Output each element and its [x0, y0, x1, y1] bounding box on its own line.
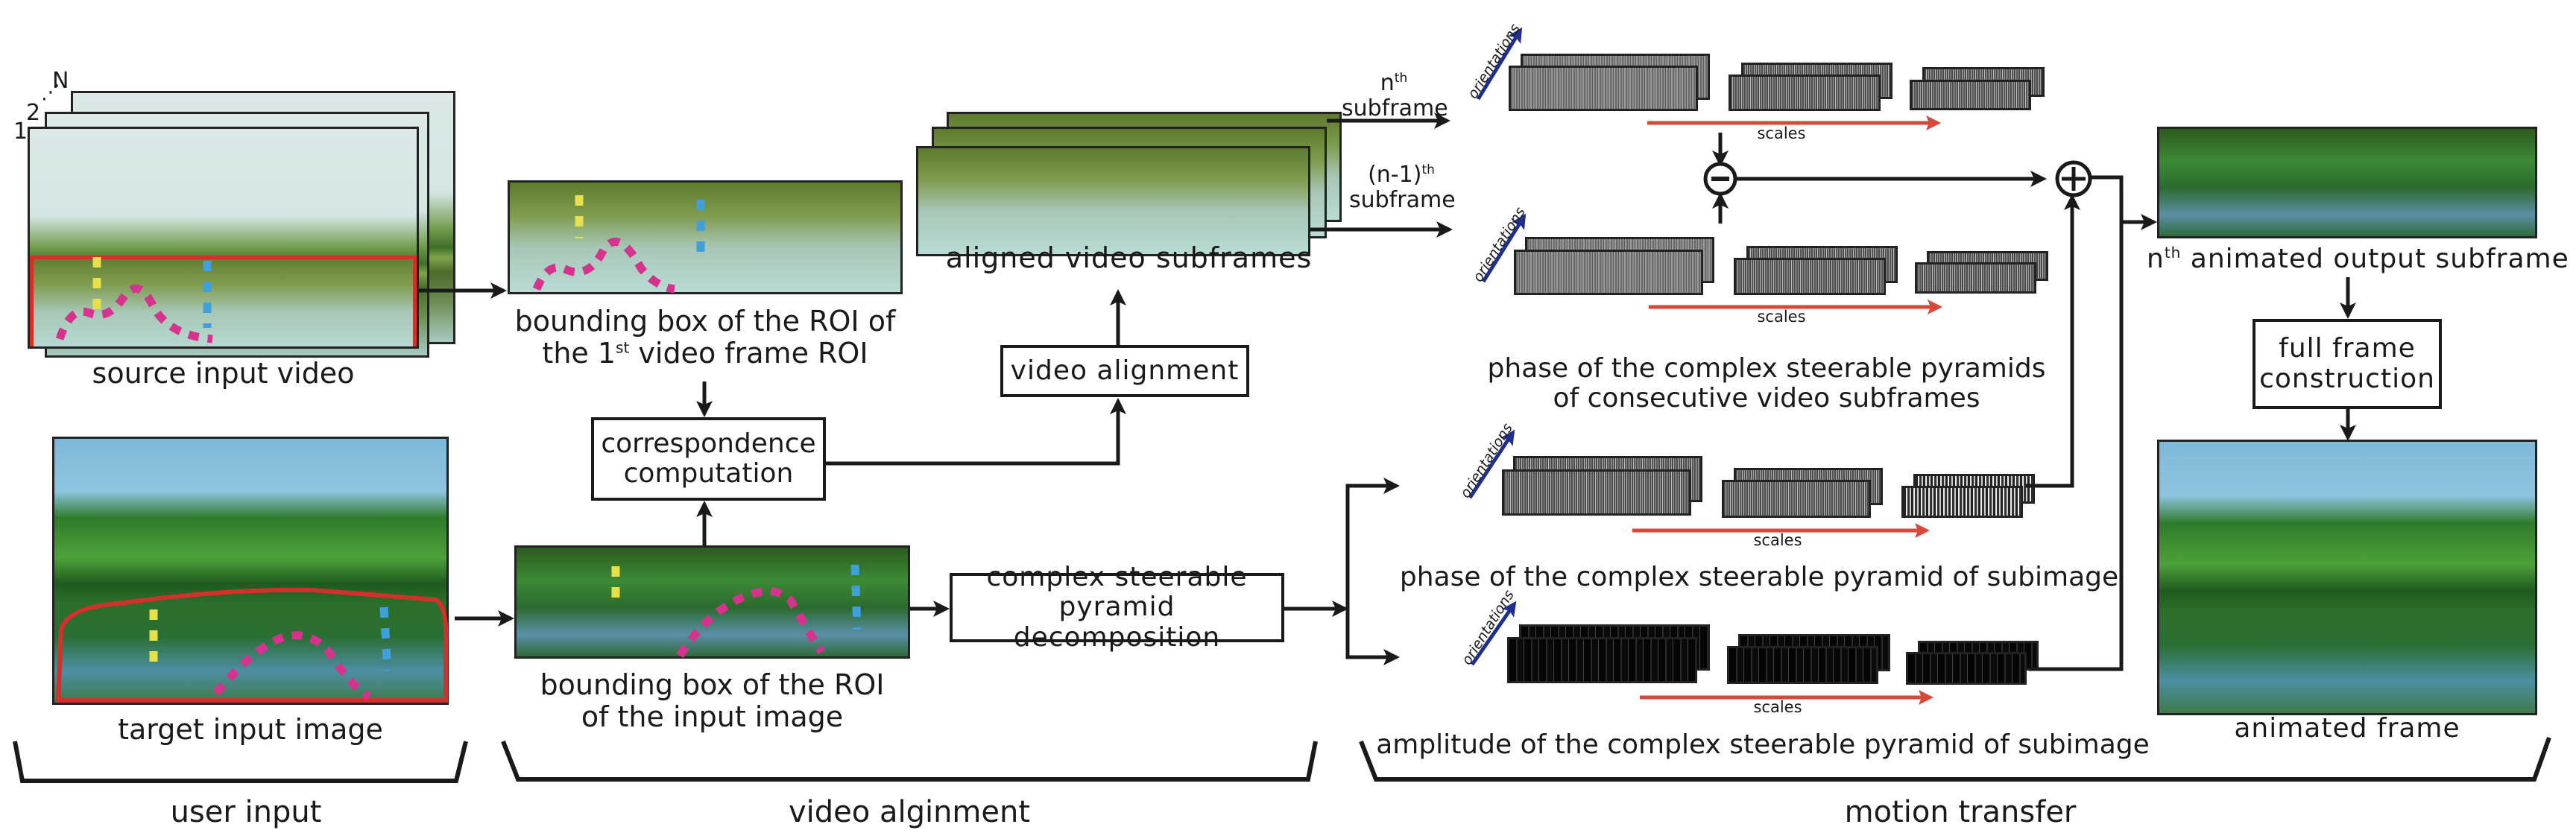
caption-sup: th	[2164, 244, 2182, 262]
source-markers	[55, 257, 213, 343]
magenta-curve	[676, 587, 825, 658]
box-line: pyramid decomposition	[1013, 592, 1221, 653]
bracket-user-input	[13, 741, 468, 783]
nth-animated-output-subframe	[2157, 127, 2537, 238]
image-roi-image	[514, 545, 910, 659]
video-roi-caption: bounding box of the ROI of the 1st video…	[492, 305, 918, 369]
label-sup: th	[1394, 71, 1408, 86]
label-text: n	[1380, 70, 1395, 96]
pyr-level-1-front	[1502, 469, 1691, 516]
amplitude-subimage-caption: amplitude of the complex steerable pyram…	[1376, 729, 2150, 760]
pyr-level-2-front	[1729, 75, 1881, 111]
phase-subimage-caption: phase of the complex steerable pyramid o…	[1399, 562, 2119, 592]
scale-arrows	[1632, 115, 1942, 705]
roi-outline	[55, 587, 449, 703]
section-label-motion-transfer: motion transfer	[1844, 795, 2077, 829]
bracket-motion-transfer	[1359, 736, 2551, 782]
image-roi-caption-line2: of the input image	[581, 700, 844, 733]
bracket-video-alignment	[501, 740, 1318, 782]
line-plus-to-output	[2029, 175, 2124, 671]
scales-label: scales	[1753, 698, 1802, 716]
arrow-to-amp-sub	[1345, 609, 1400, 665]
video-roi-image	[508, 180, 903, 294]
pyr-level-2-front	[1722, 480, 1871, 518]
n-minus-1-subframe-label: (n-1)th subframe	[1349, 162, 1456, 213]
label-text: (n-1)	[1368, 162, 1422, 188]
label-sup: th	[1421, 162, 1435, 177]
frame-label-2: 2	[26, 100, 41, 126]
animated-frame-caption: animated frame	[2234, 713, 2460, 744]
magenta-curve	[532, 238, 675, 294]
target-markers	[55, 587, 449, 703]
pyr-level-3-front	[1910, 80, 2031, 110]
pyr-level-1-front	[1514, 250, 1703, 295]
caption-line: of consecutive video subframes	[1553, 383, 1980, 414]
video-roi-caption-line1: bounding box of the ROI of	[514, 305, 896, 338]
arrow-phase-sub-to-plus	[2026, 194, 2080, 488]
box-line: construction	[2259, 363, 2435, 394]
orientation-arrow	[1476, 27, 1523, 101]
consecutive-phase-caption: phase of the complex steerable pyramids …	[1461, 353, 2072, 414]
scales-label: scales	[1757, 308, 1806, 326]
add-operator	[2055, 160, 2092, 197]
image-roi-caption-line1: bounding box of the ROI	[540, 668, 885, 701]
section-label-user-input: user input	[170, 795, 322, 829]
flow-arrows	[419, 113, 2356, 671]
amp-level-1-front	[1507, 637, 1697, 683]
target-image-caption: target input image	[118, 713, 383, 746]
caption-line: phase of the complex steerable pyramids	[1487, 353, 2046, 384]
frame-label-n: N	[52, 68, 69, 94]
image-roi-markers	[611, 564, 862, 658]
label-text: subframe	[1349, 186, 1456, 213]
pyr-level-1-front	[1509, 66, 1698, 111]
caption-text: n	[2147, 244, 2165, 274]
blue-line	[850, 564, 862, 630]
scales-label: scales	[1753, 531, 1802, 549]
video-alignment-box: video alignment	[1000, 345, 1249, 397]
pyr-level-2-front	[1734, 258, 1886, 295]
magenta-curve	[55, 284, 213, 343]
pyr-level-3-front	[1915, 262, 2036, 294]
aligned-subframes-caption: aligned video subframes	[945, 241, 1313, 274]
video-roi-caption-line2: the 1st video frame ROI	[492, 336, 918, 370]
section-label-video-alignment: video alginment	[788, 795, 1031, 829]
orientation-arrow	[1468, 429, 1515, 499]
orientation-arrows	[1468, 27, 1527, 666]
caption-sup: st	[616, 338, 630, 356]
arrow-corr-to-align	[826, 398, 1126, 466]
caption-text: animated output subframe	[2181, 244, 2569, 274]
subtract-operator	[1703, 162, 1737, 196]
video-roi-markers	[532, 195, 705, 294]
orientation-arrow	[1481, 213, 1527, 283]
box-line: correspondence	[601, 428, 816, 459]
amp-level-2-front	[1727, 646, 1878, 684]
orientation-arrow	[1470, 601, 1517, 666]
blue-line	[379, 606, 392, 671]
source-video-caption: source input video	[92, 357, 355, 390]
frame-label-1: 1	[13, 118, 28, 145]
box-line: complex steerable	[986, 562, 1248, 593]
nth-animated-output-caption: nth animated output subframe	[2147, 244, 2569, 274]
animated-frame-image	[2157, 440, 2537, 715]
scales-label: scales	[1757, 124, 1806, 142]
box-line: video alignment	[1010, 355, 1240, 386]
arrow-to-phase-sub	[1345, 478, 1400, 657]
label-text: subframe	[1342, 95, 1448, 121]
caption-text: the 1	[542, 336, 616, 370]
aligned-subframe-1	[916, 146, 1310, 256]
frame-ellipsis: ⋰	[41, 81, 60, 104]
nth-subframe-label: nth subframe	[1342, 70, 1448, 121]
caption-text: video frame ROI	[629, 336, 868, 370]
amp-level-3-front	[1906, 652, 2027, 685]
section-brackets	[13, 736, 2551, 783]
box-line: full frame	[2279, 333, 2416, 364]
box-line: computation	[623, 458, 794, 489]
pyr-level-3-front	[1901, 486, 2023, 518]
magenta-curve	[212, 631, 371, 700]
image-roi-caption: bounding box of the ROI of the input ima…	[514, 669, 910, 732]
